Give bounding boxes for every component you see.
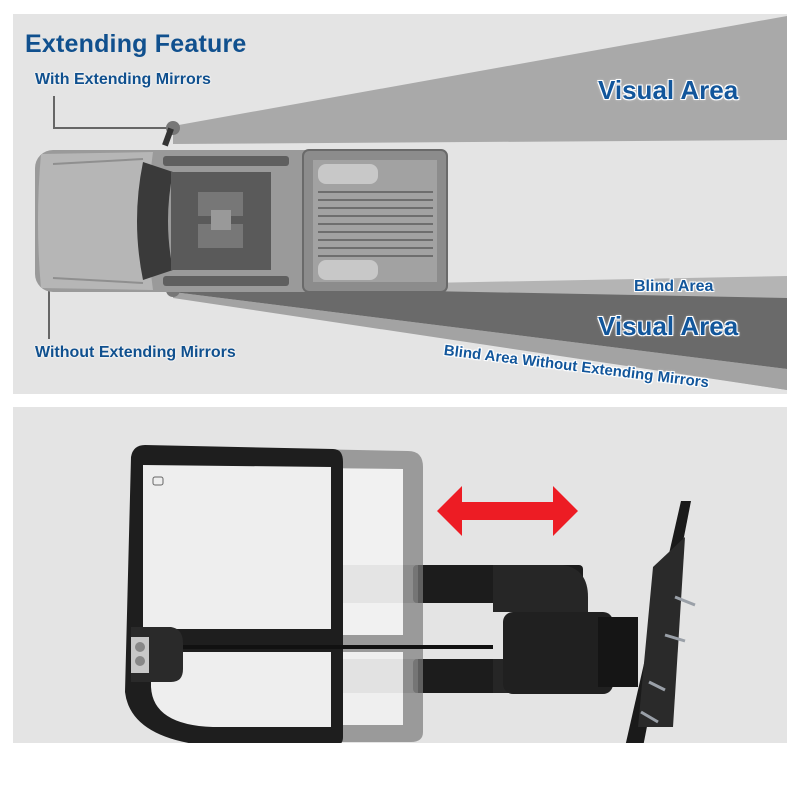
section-title: Extending Feature: [25, 30, 247, 58]
lower-visual-area-label: Visual Area: [598, 311, 739, 341]
extending-mirror-illustration: [125, 445, 696, 743]
upper-visual-area-wedge: [173, 16, 787, 144]
bottom-mirror-panel: [13, 407, 787, 743]
top-diagram-panel: Extending Feature With Extending Mirrors…: [13, 14, 787, 394]
without-extending-mirrors-label: Without Extending Mirrors: [35, 344, 236, 361]
visibility-diagram: [35, 16, 787, 390]
blind-area-label: Blind Area: [634, 278, 714, 295]
retracted-mirror-head: [125, 445, 493, 743]
upper-visual-area-label: Visual Area: [598, 75, 739, 105]
extend-direction-arrow-icon: [437, 486, 578, 536]
lower-visual-area-wedge: [173, 286, 787, 369]
with-leader-line: [53, 96, 171, 129]
with-extending-mirrors-label: With Extending Mirrors: [35, 71, 211, 88]
without-leader-line: [48, 289, 171, 339]
pickup-truck-top-view: [35, 127, 448, 293]
mounting-bracket: [625, 501, 696, 743]
